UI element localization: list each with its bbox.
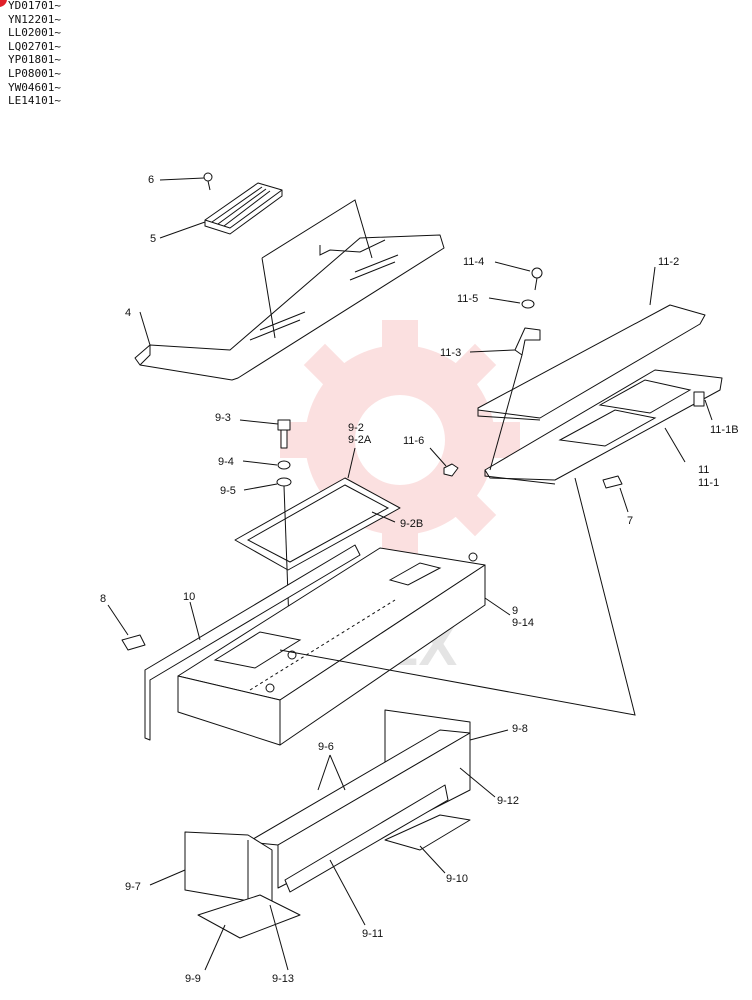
callout-4: 4: [125, 307, 131, 319]
serial-number: LE14101~: [8, 94, 61, 108]
callout-9: 9: [512, 605, 518, 617]
part-9-2-cover-gasket: [234, 477, 401, 571]
callout-6: 6: [148, 174, 154, 186]
part-9-3-bolt: [277, 419, 291, 449]
part-8-screw: [121, 634, 146, 651]
part-7-pin: [602, 475, 623, 489]
part-11-2-panel: [477, 304, 706, 421]
callout-5: 5: [150, 233, 156, 245]
part-9-case-assembly: [144, 544, 486, 746]
part-11-5-washer: [521, 299, 535, 309]
serial-number-list: YD01701~ YN12201~ LL02001~ LQ02701~ YP01…: [8, 0, 61, 108]
callout-9-11: 9-11: [362, 928, 383, 940]
callout-9-2a: 9-2A: [348, 434, 372, 446]
callout-9-10: 9-10: [446, 873, 468, 885]
part-11-4-bolt: [531, 267, 543, 291]
serial-number: YW04601~: [8, 80, 61, 94]
callout-9-7: 9-7: [125, 881, 141, 893]
part-4-top-cover: [134, 234, 445, 381]
callout-9-2b: 9-2B: [400, 518, 423, 530]
callout-9-12: 9-12: [497, 795, 519, 807]
serial-number: YN12201~: [8, 12, 61, 26]
part-11-frame: [484, 369, 723, 485]
serial-number: YD01701~: [8, 0, 61, 12]
callout-11: 11: [698, 464, 709, 476]
callout-11-4: 11-4: [463, 256, 484, 268]
part-9-4-washer: [277, 460, 291, 470]
part-11-3-clip: [514, 327, 541, 356]
serial-number: LP08001~: [8, 66, 61, 80]
callout-9-14: 9-14: [512, 617, 534, 629]
callout-10: 10: [183, 591, 195, 603]
part-9-5-washer: [276, 477, 292, 487]
callout-8: 8: [100, 593, 106, 605]
callout-11-1b: 11-1B: [710, 424, 739, 436]
callout-11-2: 11-2: [658, 256, 679, 268]
callout-11-3: 11-3: [440, 347, 461, 359]
callout-9-13: 9-13: [272, 973, 294, 985]
callout-9-3: 9-3: [215, 412, 231, 424]
callout-11-6: 11-6: [403, 435, 424, 447]
callout-7: 7: [627, 515, 633, 527]
callout-11-1: 11-1: [698, 477, 719, 489]
part-5-switch-block: [204, 182, 283, 235]
part-11-6-nut: [443, 463, 459, 477]
callout-11-5: 11-5: [457, 293, 478, 305]
corner-badge: [0, 0, 7, 7]
callout-9-9: 9-9: [185, 973, 201, 985]
serial-number: YP01801~: [8, 53, 61, 67]
part-6-screw: [203, 172, 213, 191]
serial-number: LQ02701~: [8, 39, 61, 53]
serial-number: LL02001~: [8, 26, 61, 40]
callout-9-5: 9-5: [220, 485, 236, 497]
callout-9-4: 9-4: [218, 456, 234, 468]
callout-9-8: 9-8: [512, 723, 528, 735]
callout-9-6: 9-6: [318, 741, 334, 753]
callout-9-2: 9-2: [348, 422, 364, 434]
